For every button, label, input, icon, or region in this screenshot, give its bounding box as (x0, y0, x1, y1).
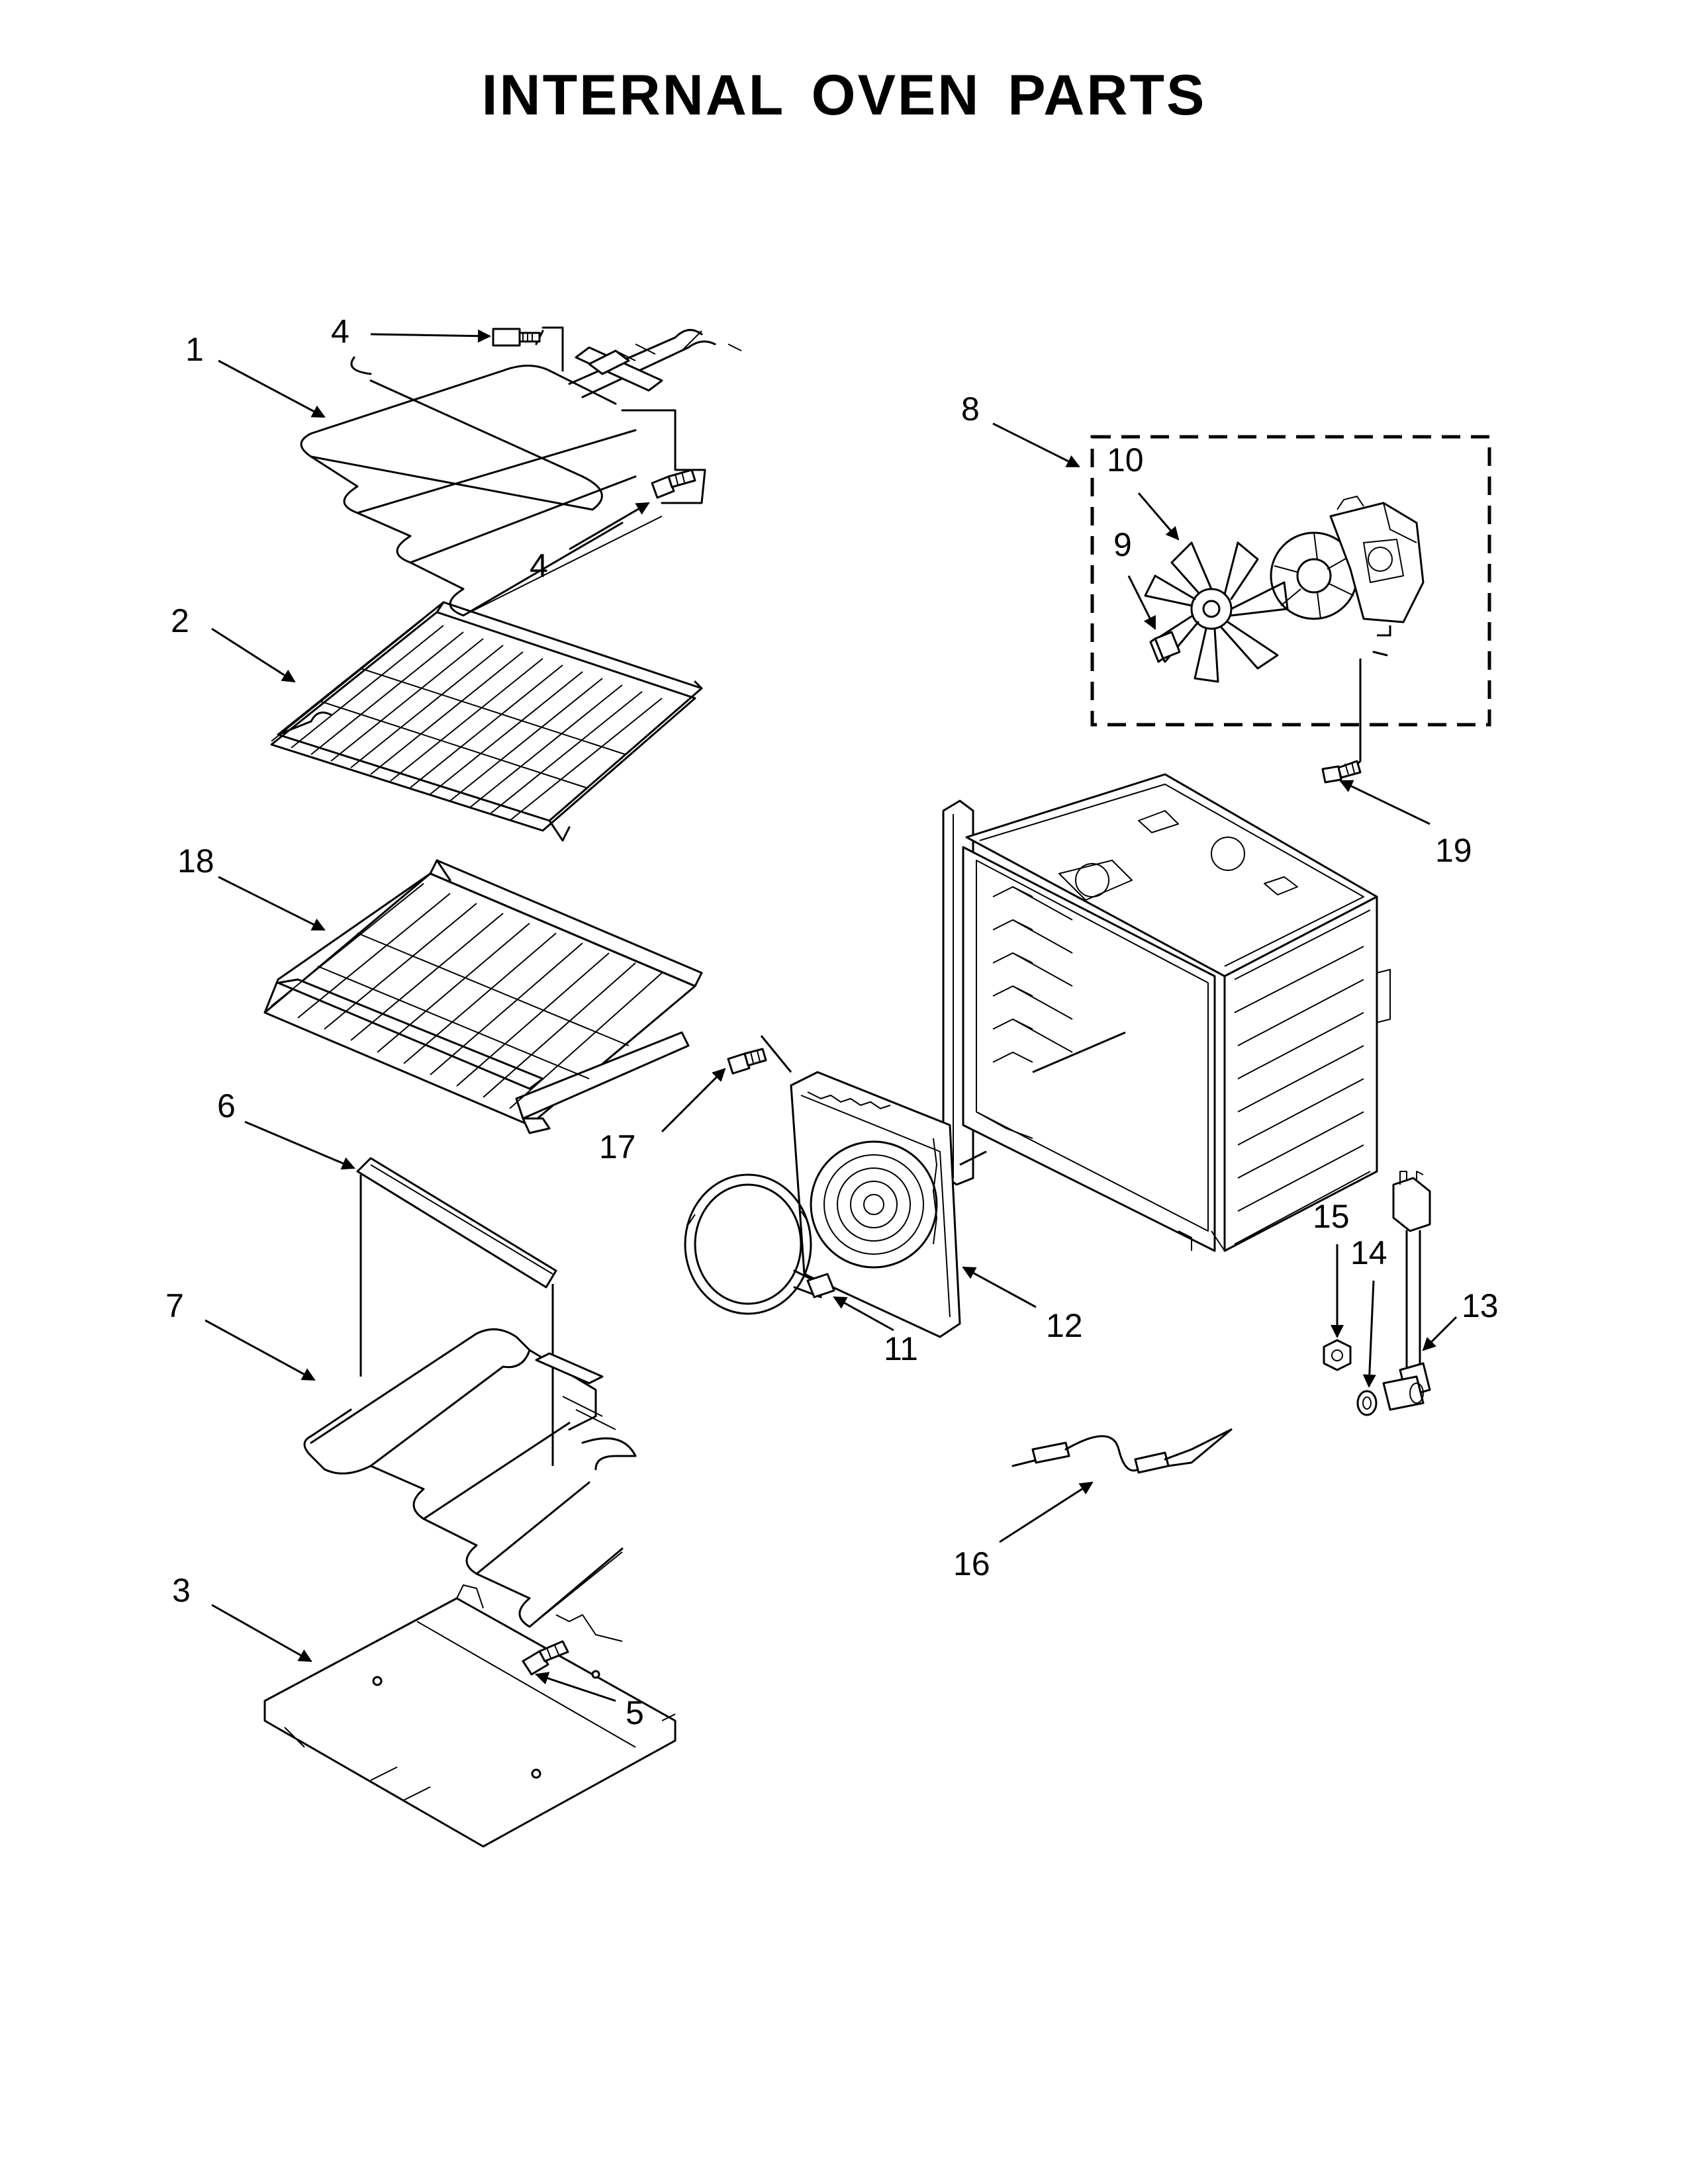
callout-4-lower: 4 (530, 547, 548, 584)
leader-17 (661, 1068, 726, 1133)
callout-4-upper: 4 (331, 313, 350, 350)
callout-13: 13 (1462, 1287, 1499, 1324)
callout-3: 3 (172, 1572, 191, 1609)
leader-7 (205, 1319, 316, 1381)
part-6-element-shield (356, 1157, 557, 1466)
leader-12 (962, 1266, 1037, 1308)
leader-6 (244, 1120, 355, 1170)
leader-8 (992, 422, 1080, 468)
leader-3 (211, 1604, 312, 1662)
part-11-convection-element (684, 1173, 835, 1315)
part-16-meat-probe (1011, 1428, 1233, 1474)
callout-1: 1 (185, 331, 204, 368)
leader-4b (569, 502, 650, 551)
leader-13 (1422, 1316, 1458, 1351)
callout-19: 19 (1435, 832, 1472, 869)
part-18-gliding-rack (263, 859, 703, 1134)
callout-18: 18 (177, 842, 214, 880)
callout-16: 16 (953, 1545, 990, 1582)
part-9-fan-nut (1149, 631, 1181, 663)
part-13-door-latch-switch (1382, 1171, 1431, 1411)
leader-lines (205, 329, 1458, 1702)
callout-numbers: 1 4 4 2 18 6 7 3 5 8 10 9 19 17 11 12 13… (165, 313, 1499, 1731)
leader-10 (1137, 492, 1180, 541)
part-7-bake-element (303, 1328, 637, 1628)
callout-10: 10 (1107, 441, 1144, 478)
callout-14: 14 (1350, 1234, 1387, 1271)
callout-11: 11 (884, 1330, 918, 1367)
leader-9 (1127, 575, 1156, 630)
callout-8: 8 (961, 390, 980, 428)
leader-5 (535, 1672, 616, 1702)
leader-19 (1339, 780, 1430, 825)
part-4-screw-upper (492, 328, 541, 347)
part-8-convection-fan-assembly (1090, 435, 1491, 727)
part-10-fan-blade (1144, 541, 1289, 683)
part-5-screw (522, 1640, 569, 1676)
leader-16 (999, 1481, 1094, 1543)
page-title: INTERNAL OVEN PARTS (481, 64, 1207, 127)
leader-1 (218, 359, 326, 418)
part-14-washer (1356, 1390, 1378, 1416)
part-19-screw (1321, 760, 1362, 784)
callout-2: 2 (171, 602, 189, 639)
leader-4a (370, 329, 491, 343)
callout-15: 15 (1313, 1198, 1350, 1235)
callout-7: 7 (165, 1287, 184, 1324)
leader-2 (211, 627, 296, 683)
part-12-fan-cover (760, 1035, 987, 1338)
callout-5: 5 (626, 1694, 644, 1731)
callout-6: 6 (217, 1087, 236, 1124)
part-2-oven-rack (270, 601, 703, 842)
part-4-screw-lower (651, 469, 696, 499)
oven-cavity (942, 773, 1391, 1252)
leader-11 (833, 1296, 894, 1332)
callout-9: 9 (1113, 526, 1132, 563)
leader-18 (218, 876, 326, 931)
part-1-broil-element (300, 326, 742, 617)
part-15-nut (1323, 1339, 1352, 1371)
callout-12: 12 (1046, 1307, 1083, 1344)
part-3-bottom-panel (263, 1584, 677, 1848)
convection-motor (1270, 496, 1425, 766)
callout-17: 17 (599, 1128, 636, 1165)
part-17-screw (727, 1048, 767, 1075)
leader-14 (1362, 1280, 1376, 1388)
